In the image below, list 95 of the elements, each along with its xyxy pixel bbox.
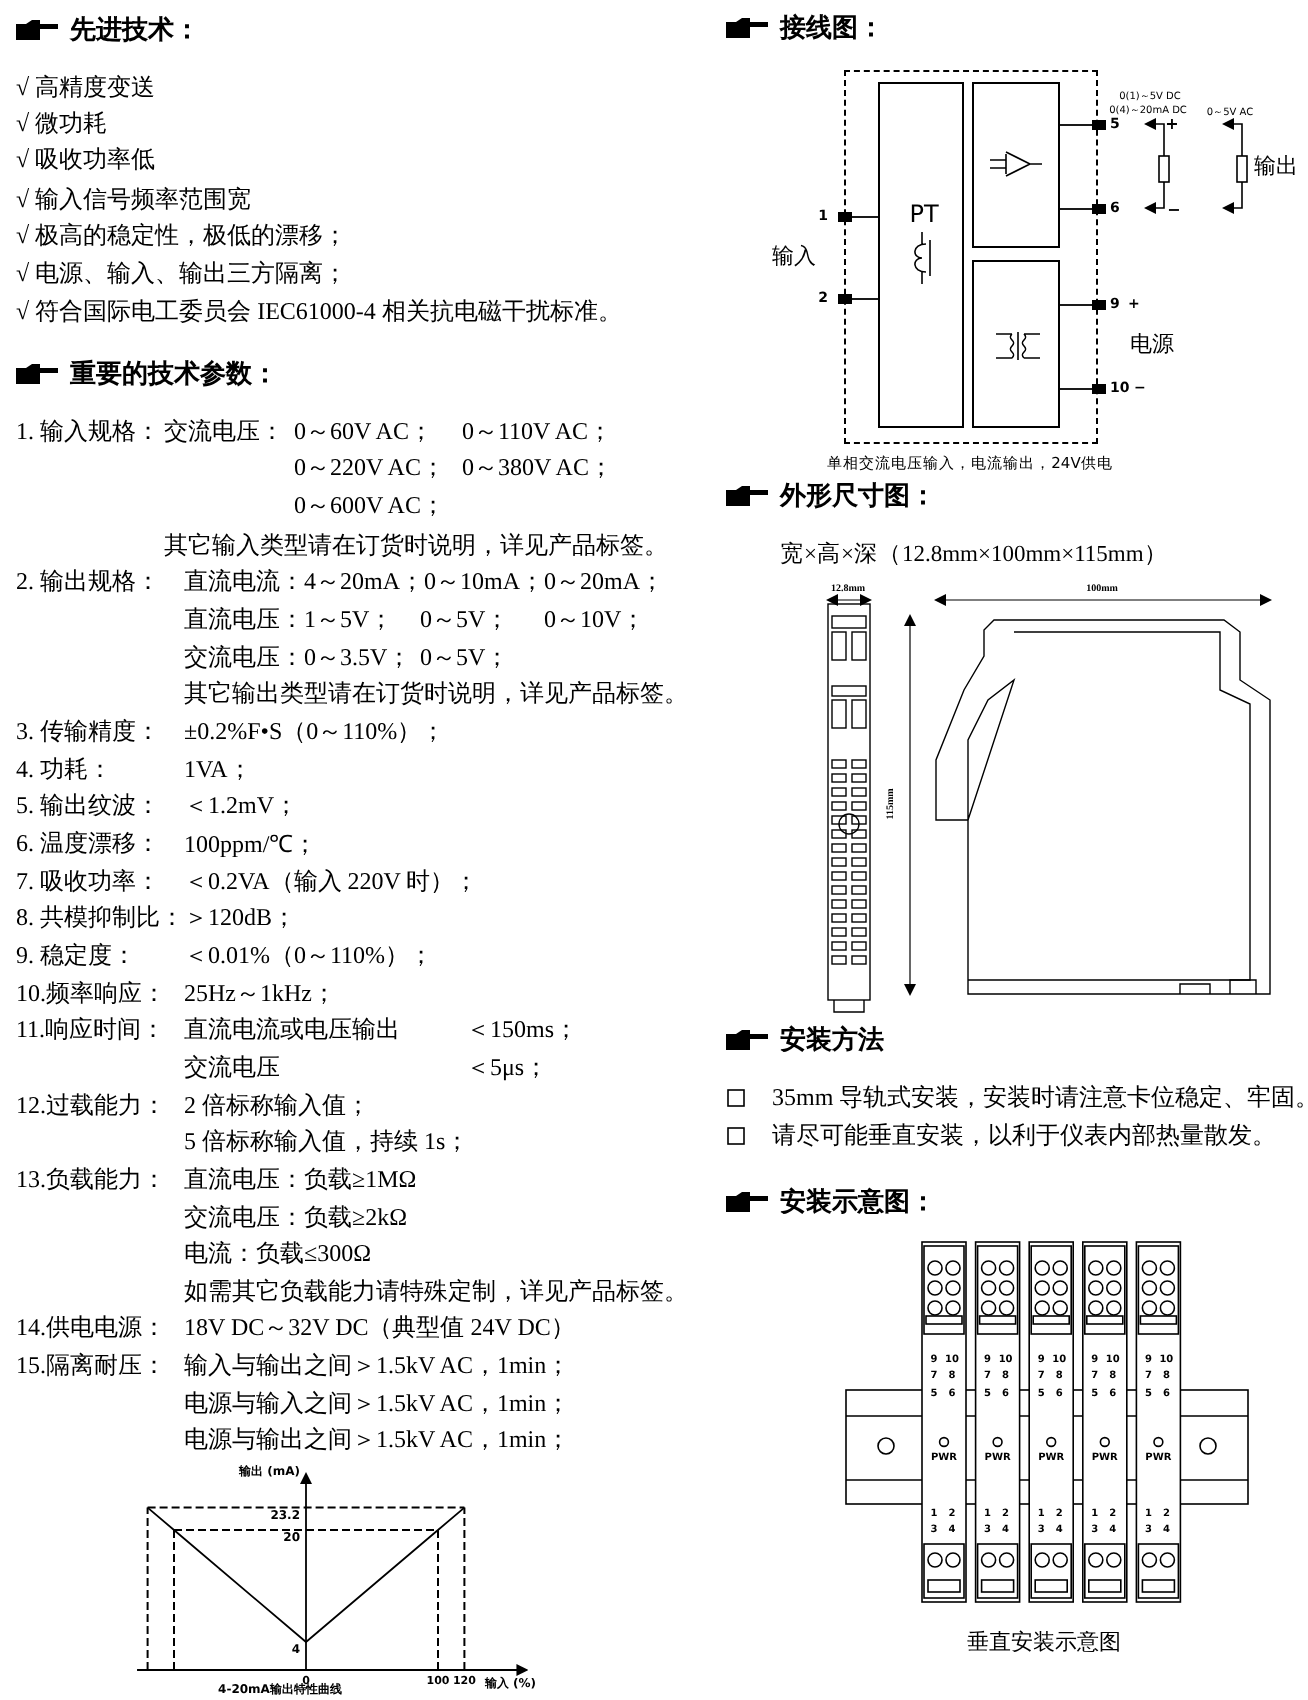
wire xyxy=(1059,208,1093,210)
section-heading: 先进技术： xyxy=(70,14,200,48)
wire xyxy=(1059,388,1093,390)
spec-text: ＜1.2mV； xyxy=(184,789,298,823)
figure-caption: 垂直安装示意图 xyxy=(967,1627,1121,1657)
section-heading: 外形尺寸图： xyxy=(780,480,936,514)
spec-text: 0～10mA； xyxy=(424,565,544,599)
spec-text: ＜5μs； xyxy=(466,1051,549,1085)
spec-text: 5. 输出纹波： xyxy=(16,789,160,823)
spec-text: 交流电压 xyxy=(184,1051,280,1085)
spec-text: 直流电压：负载≥1MΩ xyxy=(184,1163,417,1197)
feature-item: √ 吸收功率低 xyxy=(16,143,156,177)
spec-text: 0～220V AC； xyxy=(294,451,445,485)
spec-text: 其它输出类型请在订货时说明，详见产品标签。 xyxy=(184,677,688,711)
spec-text: 25Hz～1kHz； xyxy=(184,977,336,1011)
spec-text: 0～600V AC； xyxy=(294,489,445,523)
spec-text: 0～60V AC； xyxy=(294,415,433,449)
circuit-block xyxy=(972,82,1060,248)
section-heading: 重要的技术参数： xyxy=(70,357,278,392)
terminal-block xyxy=(1092,204,1106,214)
wire xyxy=(851,298,879,300)
terminal-block xyxy=(1092,384,1106,394)
spec-text: 11.响应时间： xyxy=(16,1013,166,1047)
section-heading: 安装方法 xyxy=(780,1023,884,1058)
spec-text: 直流电流或电压输出 xyxy=(184,1013,400,1047)
spec-text: 0～3.5V； xyxy=(304,641,412,675)
polarity-sign: + xyxy=(1165,115,1179,133)
spec-text: 7. 吸收功率： xyxy=(16,865,160,899)
circuit-block xyxy=(972,260,1060,428)
polarity-sign: − xyxy=(1167,201,1181,219)
spec-text: 9. 稳定度： xyxy=(16,939,136,973)
spec-text: ±0.2%F•S（0～110%）； xyxy=(184,715,446,749)
spec-text: ＞120dB； xyxy=(184,901,297,935)
circuit-block xyxy=(878,82,964,428)
spec-text: 如需其它负载能力请特殊定制，详见产品标签。 xyxy=(184,1275,688,1309)
spec-text: ＜150ms； xyxy=(466,1013,579,1047)
spec-text: ＜0.2VA（输入 220V 时）； xyxy=(184,865,479,899)
block-label: PT xyxy=(909,200,939,228)
spec-text: 18V DC～32V DC（典型值 24V DC） xyxy=(184,1311,575,1345)
spec-text: 35mm 导轨式安装，安装时请注意卡位稳定、牢固。 xyxy=(772,1081,1308,1115)
spec-text: 0～10V； xyxy=(544,603,646,637)
section-heading: 接线图： xyxy=(780,11,884,46)
wiring-label: 输出 xyxy=(1254,151,1298,181)
feature-item: √ 微功耗 xyxy=(16,107,108,141)
wiring-label: 电源 xyxy=(1130,329,1174,359)
wire xyxy=(851,216,879,218)
spec-text: 电源与输出之间＞1.5kV AC，1min； xyxy=(184,1423,571,1457)
spec-text: 0～20mA； xyxy=(544,565,664,599)
feature-item: √ 电源、输入、输出三方隔离； xyxy=(16,257,348,291)
spec-text: 交流电压： xyxy=(164,415,284,449)
spec-text: 12.过载能力： xyxy=(16,1089,166,1123)
spec-text: 14.供电电源： xyxy=(16,1311,166,1345)
section-heading: 安装示意图： xyxy=(780,1185,936,1220)
spec-text: 交流电压：负载≥2kΩ xyxy=(184,1201,408,1235)
spec-text: 直流电流： xyxy=(184,565,304,599)
spec-text: 1. 输入规格： xyxy=(16,415,160,449)
spec-text: 10.频率响应： xyxy=(16,977,166,1011)
spec-text: 4～20mA； xyxy=(304,565,424,599)
spec-text: ＜0.01%（0～110%）； xyxy=(184,939,434,973)
spec-text: 8. 共模抑制比： xyxy=(16,901,184,935)
spec-text: 3. 传输精度： xyxy=(16,715,160,749)
spec-text: 其它输入类型请在订货时说明，详见产品标签。 xyxy=(164,529,668,563)
feature-item: √ 符合国际电工委员会 IEC61000-4 相关抗电磁干扰标准。 xyxy=(16,295,622,329)
feature-item: √ 高精度变送 xyxy=(16,71,156,105)
terminal-block xyxy=(1092,300,1106,310)
module-outline xyxy=(844,70,1098,444)
spec-text: 2. 输出规格： xyxy=(16,565,160,599)
terminal-block xyxy=(1092,120,1106,130)
spec-text: 2 倍标称输入值； xyxy=(184,1089,370,1123)
spec-text: 0～110V AC； xyxy=(462,415,613,449)
spec-text: 1VA； xyxy=(184,753,252,787)
spec-text: 0～5V； xyxy=(420,641,510,675)
spec-text: 0～5V； xyxy=(420,603,510,637)
feature-item: √ 输入信号频率范围宽 xyxy=(16,183,252,217)
spec-text: 4. 功耗： xyxy=(16,753,112,787)
spec-text: 6. 温度漂移： xyxy=(16,827,160,861)
wiring-label: 输入 xyxy=(772,241,816,271)
spec-text: 5 倍标称输入值，持续 1s； xyxy=(184,1125,470,1159)
spec-text: 1～5V； xyxy=(304,603,394,637)
spec-text: 100ppm/℃； xyxy=(184,828,318,862)
spec-text: 请尽可能垂直安装，以利于仪表内部热量散发。 xyxy=(772,1119,1276,1153)
spec-text: 直流电压： xyxy=(184,603,304,637)
wire xyxy=(1059,304,1093,306)
spec-text: 交流电压： xyxy=(184,641,304,675)
terminal-block xyxy=(838,212,852,222)
spec-text: 0～380V AC； xyxy=(462,451,613,485)
spec-text: 输入与输出之间＞1.5kV AC，1min； xyxy=(184,1349,571,1383)
spec-text: 电源与输入之间＞1.5kV AC，1min； xyxy=(184,1387,571,1421)
spec-text: 13.负载能力： xyxy=(16,1163,166,1197)
wire xyxy=(1059,124,1093,126)
spec-text: 电流：负载≤300Ω xyxy=(184,1237,372,1271)
spec-text: 15.隔离耐压： xyxy=(16,1349,166,1383)
dimension-summary: 宽×高×深（12.8mm×100mm×115mm） xyxy=(780,539,1168,569)
feature-item: √ 极高的稳定性，极低的漂移； xyxy=(16,219,348,253)
terminal-block xyxy=(838,294,852,304)
